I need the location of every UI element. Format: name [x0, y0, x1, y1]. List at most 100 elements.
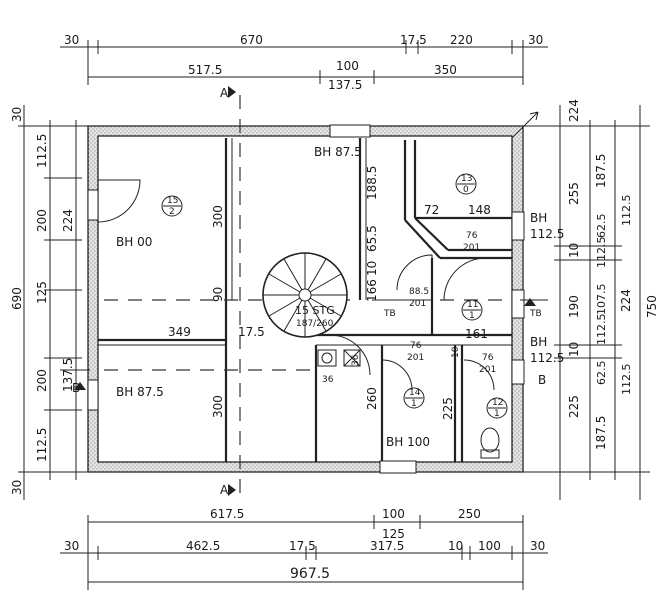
dim-left-200-bottom: 200 — [35, 369, 49, 392]
dim-bottom-100: 100 — [382, 507, 405, 521]
dim-225: 225 — [441, 397, 455, 420]
dim-17-5: 17.5 — [238, 325, 265, 339]
door-76-b: 76 — [410, 341, 422, 351]
section-a-top: A — [220, 86, 229, 100]
door-76-c: 76 — [482, 353, 494, 363]
dim-top-220: 220 — [450, 33, 473, 47]
dim-right-10-bottom: 10 — [567, 342, 581, 357]
room-hall-number: 11 — [467, 300, 478, 310]
dim-right-107-5: 107.5 — [595, 284, 608, 316]
corner-arrow-icon — [511, 111, 539, 139]
dim-right-255: 255 — [567, 182, 581, 205]
window-right-1-label: BH — [530, 211, 547, 225]
room-upper-left-number: 15 — [167, 196, 178, 206]
dim-161: 161 — [465, 327, 488, 341]
bottom-dimension-chain: 617.5 100 125 250 30 462.5 17.5 317.5 10… — [60, 507, 548, 590]
dim-right-225: 225 — [567, 395, 581, 418]
stair-label: 15 STG — [295, 304, 335, 317]
dim-right-224: 224 — [619, 289, 633, 312]
dim-bottom-17-5: 17.5 — [289, 539, 316, 553]
stair-dimension: 187/260 — [296, 319, 334, 329]
room-wc-number: 12 — [492, 398, 503, 408]
dim-left-690: 690 — [10, 287, 24, 310]
door-201-d: 201 — [479, 365, 496, 375]
dim-left-137-5: 137.5 — [61, 358, 75, 392]
dim-65-5: 65.5 — [365, 225, 379, 252]
room-wc-sub: 1 — [494, 409, 500, 419]
dim-300-bottom: 300 — [211, 395, 225, 418]
dim-top-17-5: 17.5 — [400, 33, 427, 47]
room-hall-sub: 1 — [469, 311, 475, 321]
dim-bottom-30-left: 30 — [64, 539, 79, 553]
room-markers — [161, 173, 508, 419]
dim-right-10-top: 10 — [567, 243, 581, 258]
dim-left-112-5-top: 112.5 — [35, 134, 49, 168]
dim-top-350: 350 — [434, 63, 457, 77]
dim-148: 148 — [468, 203, 491, 217]
dim-10b: 10 — [451, 346, 461, 358]
windows — [87, 124, 525, 474]
room-upper-left-sub: 2 — [169, 207, 175, 217]
dim-349: 349 — [168, 325, 191, 339]
dim-right-62-5-top: 62.5 — [595, 214, 608, 239]
dim-right-187-5-top: 187.5 — [594, 154, 608, 188]
door-201-a: 201 — [463, 243, 480, 253]
dim-top-30-right: 30 — [528, 33, 543, 47]
dim-left-30-bottom: 30 — [10, 480, 24, 495]
room-bath-sill: BH 100 — [386, 435, 430, 449]
dim-bottom-30-right: 30 — [530, 539, 545, 553]
room-upper-right-number: 13 — [461, 174, 472, 184]
dim-right-750: 750 — [645, 295, 659, 318]
door-201-c: 201 — [407, 353, 424, 363]
spiral-staircase — [262, 252, 348, 338]
tb-right: TB — [529, 309, 542, 319]
dim-left-112-5-bottom: 112.5 — [35, 428, 49, 462]
section-a-bottom: A — [220, 483, 229, 497]
dim-bottom-total: 967.5 — [290, 566, 330, 582]
right-dimension-chain: 224 255 10 190 10 225 187.5 62.5 112.5 1… — [520, 99, 659, 500]
dim-bottom-617-5: 617.5 — [210, 507, 244, 521]
left-dimension-chain: 30 690 30 112.5 200 224 125 200 137.5 11… — [10, 105, 96, 500]
room-center-sill: BH 87.5 — [314, 145, 362, 159]
dim-36-a: 36 — [322, 375, 334, 385]
dim-90: 90 — [211, 287, 225, 302]
door-88-5: 88.5 — [409, 287, 429, 297]
dim-260: 260 — [365, 387, 379, 410]
dim-right-112-5-c: 112.5 — [620, 195, 633, 227]
section-b-left: B — [72, 381, 80, 395]
dim-left-224: 224 — [61, 209, 75, 232]
dim-bottom-100-b: 100 — [478, 539, 501, 553]
dim-72: 72 — [424, 203, 439, 217]
dim-bottom-317-5: 317.5 — [370, 539, 404, 553]
dim-top-100: 100 — [336, 59, 359, 73]
top-dimension-chain: 30 670 17.5 220 30 517.5 100 137.5 350 — [60, 33, 548, 92]
window-right-2-height: 112.5 — [530, 351, 564, 365]
dim-right-112-5-a: 112.5 — [595, 237, 608, 269]
door-76-a: 76 — [466, 231, 478, 241]
doors — [97, 179, 495, 391]
dim-bottom-462-5: 462.5 — [186, 539, 220, 553]
dim-left-125: 125 — [35, 281, 49, 304]
dim-10: 10 — [365, 261, 379, 276]
section-b-right: B — [538, 373, 546, 387]
dim-36-b: 36 — [351, 354, 361, 366]
room-bath-sub: 1 — [411, 399, 417, 409]
dim-bottom-250: 250 — [458, 507, 481, 521]
room-upper-left-sill: BH 00 — [116, 235, 152, 249]
dim-188-5: 188.5 — [365, 166, 379, 200]
dim-right-112-5-d: 112.5 — [620, 364, 633, 396]
dim-right-190: 190 — [567, 295, 581, 318]
dim-bottom-10: 10 — [448, 539, 463, 553]
window-right-1-height: 112.5 — [530, 227, 564, 241]
dim-top-30-left: 30 — [64, 33, 79, 47]
dim-300-top: 300 — [211, 205, 225, 228]
dim-right-62-5-bottom: 62.5 — [595, 361, 608, 386]
dim-top-517-5: 517.5 — [188, 63, 222, 77]
dim-top-137-5: 137.5 — [328, 78, 362, 92]
dim-right-187-5-bottom: 187.5 — [594, 416, 608, 450]
dim-166: 166 — [365, 279, 379, 302]
dim-left-200-top: 200 — [35, 209, 49, 232]
dim-top-670: 670 — [240, 33, 263, 47]
dim-right-30-top: 224 — [567, 99, 581, 122]
